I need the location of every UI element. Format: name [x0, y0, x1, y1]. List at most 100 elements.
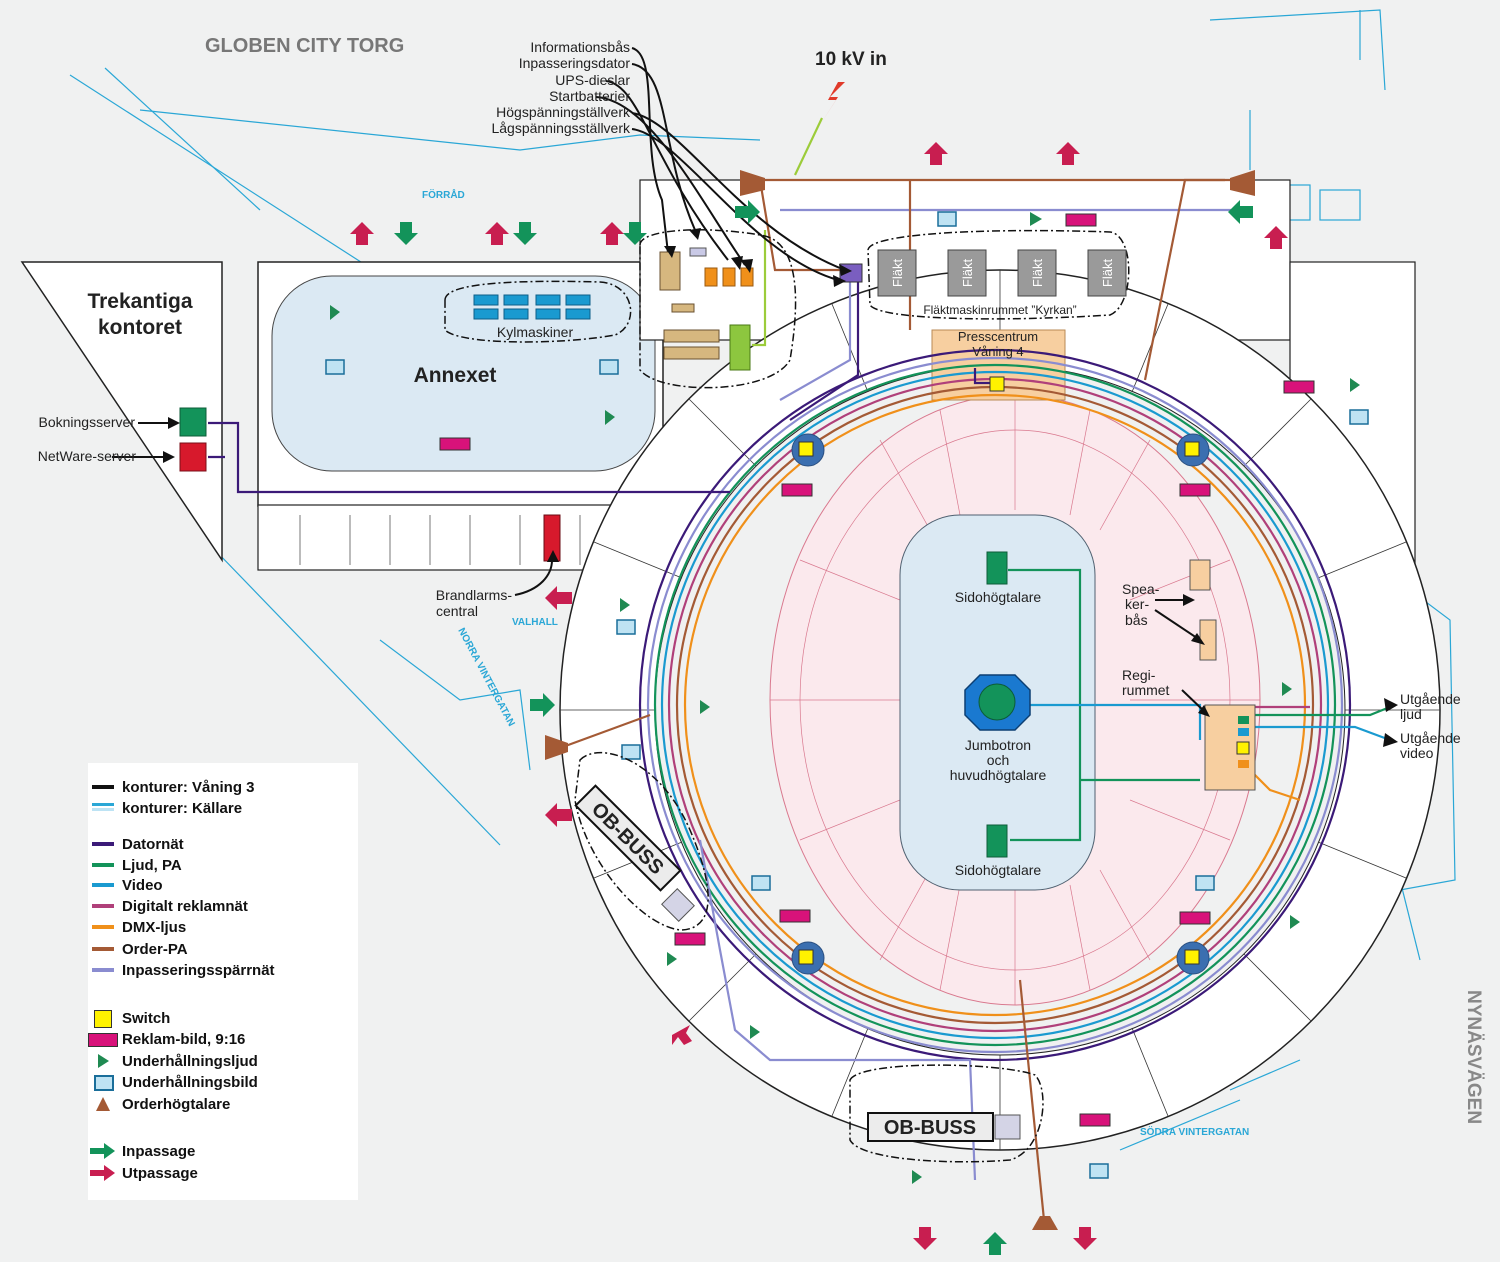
legend-item: DMX-ljus	[92, 917, 187, 937]
regi-speaker-rooms	[1189, 559, 1256, 791]
legend-symbol	[88, 798, 122, 818]
flakt-label-1: Fläkt	[890, 259, 905, 288]
presscentrum-title-2: Våning 4	[972, 344, 1023, 359]
forrad-label: FÖRRÅD	[422, 188, 465, 201]
legend-label: Utpassage	[122, 1164, 198, 1182]
netware-server	[179, 442, 207, 472]
legend-label: DMX-ljus	[122, 918, 187, 936]
callout-lagspanning: Lågspänningsställverk	[491, 120, 631, 136]
legend-item: Underhållningsljud	[98, 1051, 258, 1071]
legend-symbol	[88, 1141, 122, 1161]
flakt-label-3: Fläkt	[1030, 259, 1045, 288]
flakt-units	[867, 229, 1130, 320]
sidohogtalare-top-label: Sidohögtalare	[955, 589, 1042, 605]
presscentrum-title-1: Presscentrum	[958, 329, 1038, 344]
legend-item: Utpassage	[90, 1163, 198, 1183]
entertainment-speakers	[330, 212, 1360, 1184]
valhall-label: VALHALL	[512, 617, 558, 628]
ob-buss-south-label: OB-BUSS	[884, 1117, 976, 1139]
arrowheads	[163, 228, 1398, 747]
legend-item: Inpassage	[90, 1141, 196, 1161]
order-horns	[545, 170, 1255, 1230]
legend-label: Order-PA	[122, 940, 188, 958]
annexet-building	[257, 261, 664, 571]
trekantiga-kontoret-building	[20, 261, 223, 563]
legend-symbol	[88, 777, 122, 797]
legend-item: Orderhögtalare	[96, 1094, 230, 1114]
callout-regi-1: Regi-	[1122, 667, 1156, 683]
kylmaskiner-area	[444, 280, 632, 343]
jumbotron-label-3: huvudhögtalare	[950, 767, 1047, 783]
legend-label: Reklam-bild, 9:16	[122, 1030, 246, 1048]
callout-ups: UPS-dieslar	[555, 72, 630, 88]
legend-label: Switch	[122, 1009, 171, 1027]
legend-item: Reklam-bild, 9:16	[88, 1029, 246, 1049]
sidohogtalare-bottom-unit	[986, 824, 1008, 858]
jumbotron-label-2: och	[987, 752, 1010, 768]
sodra-vintergatan-label: SÖDRA VINTERGATAN	[1140, 1125, 1249, 1138]
street-nynasvagen: NYNÄSVÄGEN	[1463, 990, 1484, 1124]
legend-symbol	[88, 834, 122, 854]
legend-label: konturer: Källare	[122, 799, 243, 817]
callout-utgaende-ljud-2: ljud	[1400, 706, 1422, 722]
callout-inpasseringsdator: Inpasseringsdator	[519, 55, 631, 71]
callout-utgaende-ljud-1: Utgående	[1400, 691, 1461, 707]
callout-netware: NetWare-server	[38, 448, 137, 464]
legend-item: Underhållningsbild	[94, 1072, 258, 1092]
legend-label: konturer: Våning 3	[122, 778, 255, 796]
legend-symbol	[88, 960, 122, 980]
legend-label: Inpasseringsspärrnät	[122, 961, 275, 979]
legend-label: Underhållningsbild	[122, 1073, 258, 1091]
legend-symbol	[88, 1029, 122, 1049]
legend-label: Datornät	[122, 835, 184, 853]
legend-symbol	[88, 896, 122, 916]
legend-item: konturer: Källare	[92, 798, 243, 818]
ob-buss-areas	[574, 751, 1044, 1163]
street-globen-city-torg: GLOBEN CITY TORG	[205, 35, 404, 57]
legend-item: Ljud, PA	[92, 855, 182, 875]
lightning-icon	[818, 82, 845, 128]
basement-contours	[69, 9, 1456, 1151]
callout-startbatterier: Startbatterier	[549, 88, 630, 104]
callout-bokningsserver: Bokningsserver	[39, 414, 136, 430]
callout-speaker-3: bås	[1125, 612, 1148, 628]
legend-label: Inpassage	[122, 1142, 196, 1160]
legend-item: Digitalt reklamnät	[92, 896, 248, 916]
callout-hogspanning: Högspänningställverk	[496, 104, 631, 120]
legend-symbol	[88, 917, 122, 937]
entertainment-screens	[325, 211, 1369, 1179]
legend-symbol	[88, 1008, 122, 1028]
legend-symbol	[88, 1072, 122, 1092]
flakt-label-2: Fläkt	[960, 259, 975, 288]
legend-item: Video	[92, 875, 163, 895]
flakt-boxes: Fläkt Fläkt Fläkt Fläkt	[877, 249, 1127, 297]
network-rings	[638, 348, 1352, 1062]
legend-item: konturer: Våning 3	[92, 777, 255, 797]
kylmaskiner-title: Kylmaskiner	[497, 324, 574, 340]
jumbotron-label-1: Jumbotron	[965, 737, 1031, 753]
callout-utgaende-video-1: Utgående	[1400, 730, 1461, 746]
entry-arrows	[394, 200, 1253, 1255]
callout-leaders	[112, 47, 1206, 713]
legend-symbol	[88, 1094, 122, 1114]
callout-regi-2: rummet	[1122, 682, 1170, 698]
flakt-label-4: Fläkt	[1100, 259, 1115, 288]
callout-speaker-2: ker-	[1125, 596, 1149, 612]
legend-label: Ljud, PA	[122, 856, 182, 874]
callout-brandlarm-2: central	[436, 603, 478, 619]
norra-vintergatan-label: NORRA VINTERGATAN	[455, 626, 516, 728]
ob-buss-vehicles	[574, 784, 1021, 1142]
legend-symbol	[88, 855, 122, 875]
power-in-label: 10 kV in	[815, 49, 887, 70]
legend-label: Video	[122, 876, 163, 894]
ad-screens	[439, 213, 1315, 1127]
kylmaskiner-units	[473, 294, 591, 320]
sidohogtalare-bottom-label: Sidohögtalare	[955, 862, 1042, 878]
annexet-title: Annexet	[414, 364, 497, 387]
legend-item: Datornät	[92, 834, 184, 854]
bokningsserver	[179, 407, 207, 437]
legend-symbol	[88, 1163, 122, 1183]
callout-utgaende-video-2: video	[1400, 745, 1434, 761]
